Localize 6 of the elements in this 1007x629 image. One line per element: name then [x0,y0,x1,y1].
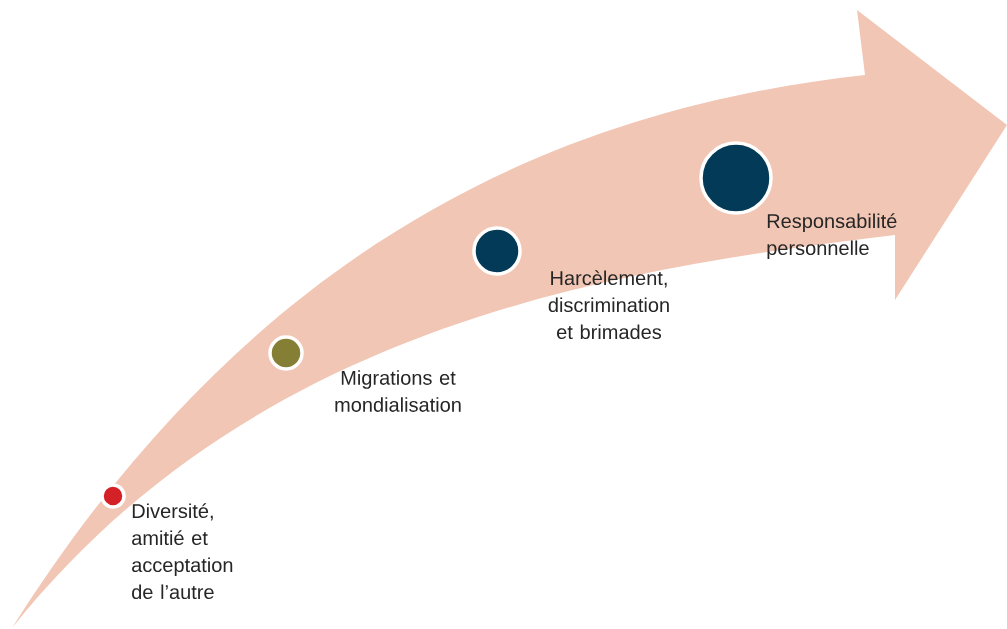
marker-label: Diversité, amitié et acceptation de l’autre [132,503,233,600]
marker-label: Responsabilité personnelle [767,213,897,260]
marker-label: Migrations et mondialisation [335,370,461,412]
marker-label: Harcèlement, discrimination et brimades [548,270,669,340]
circle-marker [699,141,773,215]
circle-marker [100,483,126,509]
